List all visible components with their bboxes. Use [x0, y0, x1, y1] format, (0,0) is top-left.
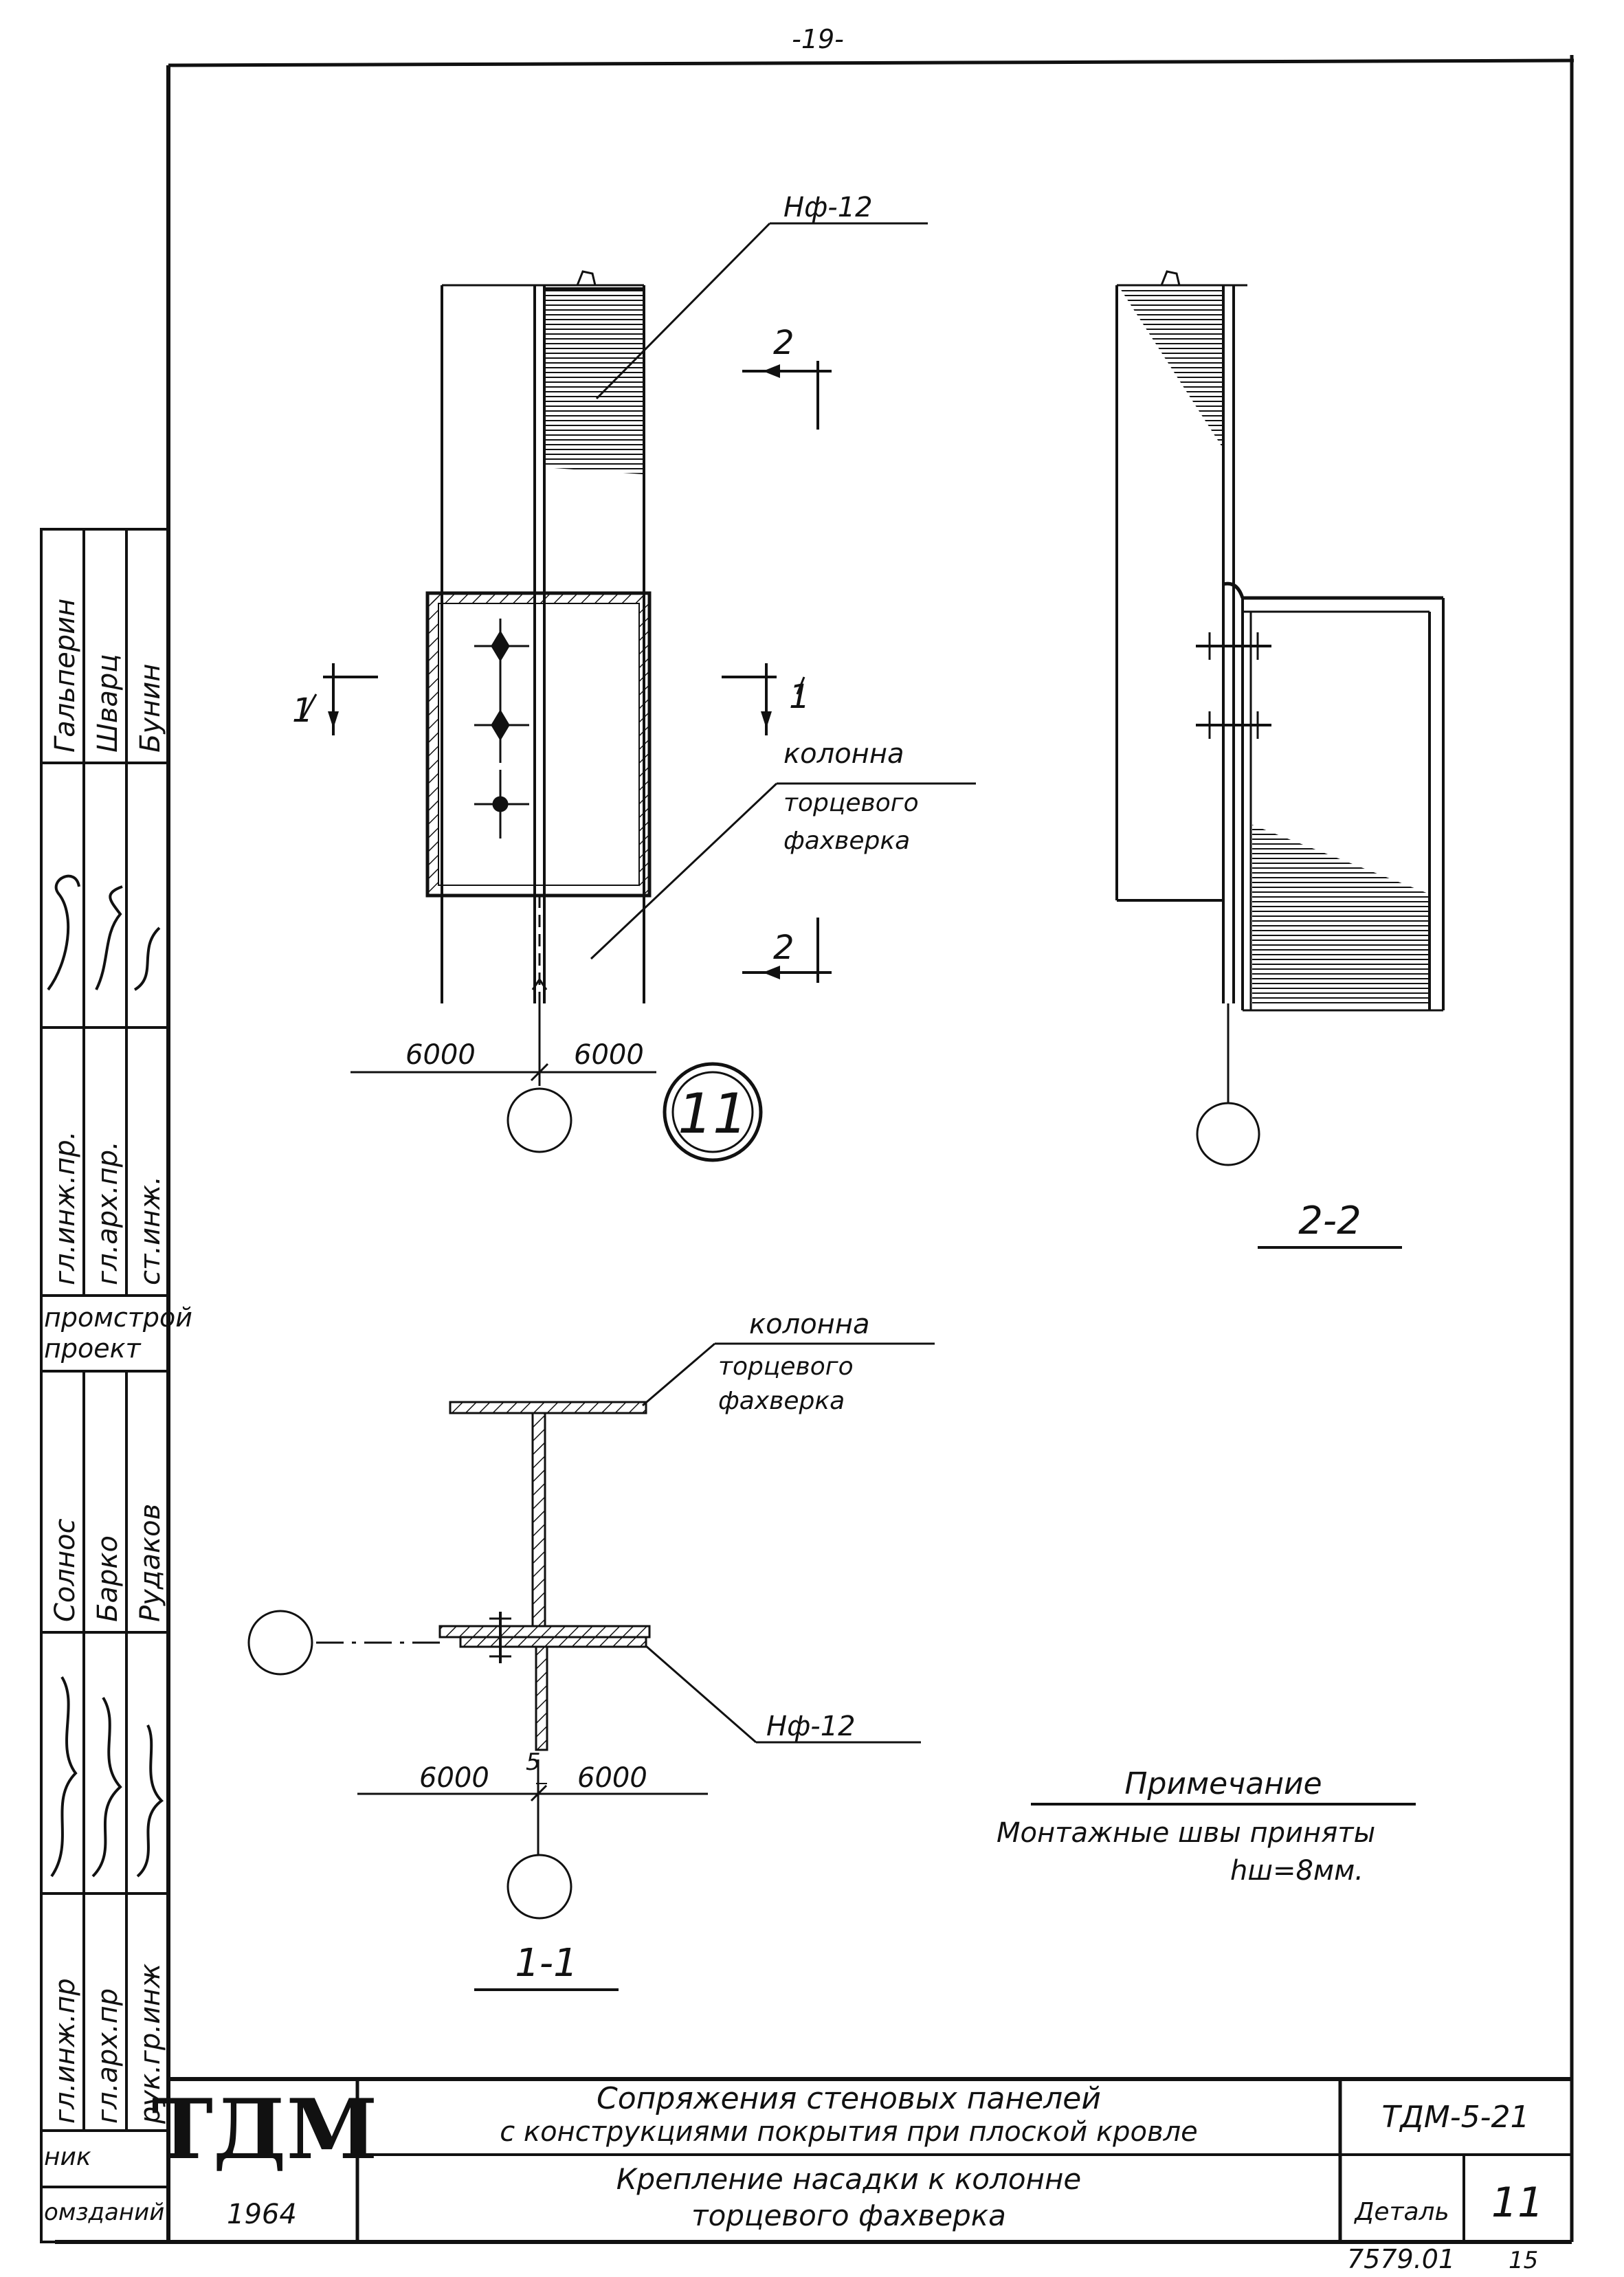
stamp-name-1: Гальперин	[49, 599, 81, 753]
left-stamp	[40, 528, 170, 2243]
section-1-1-labels: колонна торцевого фахверка Нф-12 6000 60…	[419, 1309, 870, 1986]
subtitle-line2: торцевого фахверка	[691, 2199, 1006, 2232]
stamp-role-2: гл.арх.пр.	[92, 1141, 124, 1285]
stamp-dept-line1: ник	[44, 2143, 91, 2171]
stamp-upper-signatures	[47, 874, 161, 991]
elev-dim-right: 6000	[574, 1039, 644, 1071]
sec11-dim-left: 6000	[419, 1762, 489, 1794]
title-line2: с конструкциями покрытия при плоской кро…	[500, 2116, 1198, 2148]
sec11-column-label-1: колонна	[749, 1309, 870, 1340]
stamp-lower-role-1: гл.инж.пр	[49, 1978, 81, 2124]
stamp-upper-roles: гл.инж.пр. гл.арх.пр. ст.инж.	[49, 1131, 166, 1285]
footer-sheet: 15	[1509, 2247, 1538, 2274]
stamp-lower-names: Солнос Барко Рудаков	[49, 1504, 166, 1622]
section-2-2-view	[1115, 270, 1445, 1249]
stamp-name-2: Шварц	[92, 654, 124, 753]
stamp-lower-signatures	[50, 1676, 164, 1878]
stamp-org-line1: промстрой	[44, 1302, 192, 1333]
sec11-gap-dim: 5	[526, 1748, 541, 1776]
sec11-column-label-3: фахверка	[718, 1387, 845, 1415]
title-block	[168, 2077, 1572, 2242]
detail-circle-number: 11	[678, 1082, 748, 1146]
section-1-1-view	[247, 1342, 935, 1991]
stamp-lower-role-3: рук.гр.инж	[135, 1964, 166, 2124]
stamp-lower-name-2: Барко	[92, 1535, 124, 1622]
elev-section-1-left: 1	[292, 691, 313, 730]
page-number: -19-	[792, 24, 844, 54]
elevation-labels: Нф-12 2 2 1 1 колонна торцевого фахверка…	[292, 192, 919, 1146]
elev-column-label-2: торцевого	[783, 789, 919, 817]
logo-tdm: ТДМ	[152, 2081, 378, 2178]
stamp-lower-role-2: гл.арх.пр	[92, 1988, 124, 2124]
elev-column-label-1: колонна	[783, 738, 904, 770]
subtitle-line1: Крепление насадки к колонне	[616, 2162, 1082, 2196]
stamp-name-3: Бунин	[135, 664, 166, 753]
title-line1: Сопряжения стеновых панелей	[597, 2081, 1101, 2116]
note-block: Примечание Монтажные швы приняты hш=8мм.	[997, 1766, 1416, 1887]
elev-column-label-3: фахверка	[783, 827, 910, 855]
stamp-lower-name-1: Солнос	[49, 1518, 81, 1622]
stamp-role-1: гл.инж.пр.	[49, 1131, 81, 1285]
footer-code: 7579.01	[1347, 2244, 1455, 2274]
note-line1: Монтажные швы приняты	[997, 1817, 1375, 1849]
elev-section-1-right: 1	[789, 678, 810, 716]
sec11-label-nf12: Нф-12	[766, 1711, 856, 1742]
stamp-org-line2: проект	[44, 1333, 142, 1364]
elev-section-2-bottom: 2	[773, 929, 794, 967]
drawing-code: ТДМ-5-21	[1382, 2100, 1530, 2135]
stamp-dept-line2: омзданий	[44, 2199, 164, 2226]
sheet-frame	[55, 55, 1575, 2244]
elev-label-nf12: Нф-12	[783, 192, 873, 223]
section-2-2-title: 2-2	[1298, 1199, 1361, 1243]
elevation-view	[301, 222, 976, 1162]
title-year: 1964	[227, 2199, 297, 2230]
stamp-lower-roles: гл.инж.пр гл.арх.пр рук.гр.инж	[49, 1964, 166, 2124]
section-1-1-title: 1-1	[515, 1941, 577, 1986]
stamp-role-3: ст.инж.	[135, 1176, 166, 1285]
note-title: Примечание	[1124, 1766, 1322, 1801]
detail-label: Деталь	[1353, 2198, 1449, 2226]
stamp-upper-names: Гальперин Шварц Бунин	[49, 599, 166, 753]
elevation-bolts	[474, 619, 529, 838]
sec11-column-label-2: торцевого	[718, 1353, 854, 1381]
elev-section-2-top: 2	[773, 324, 794, 362]
sec11-dim-right: 6000	[577, 1762, 647, 1794]
note-line2: hш=8мм.	[1230, 1855, 1364, 1887]
stamp-lower-name-3: Рудаков	[135, 1504, 166, 1622]
detail-number: 11	[1491, 2179, 1544, 2227]
elev-dim-left: 6000	[405, 1039, 476, 1071]
